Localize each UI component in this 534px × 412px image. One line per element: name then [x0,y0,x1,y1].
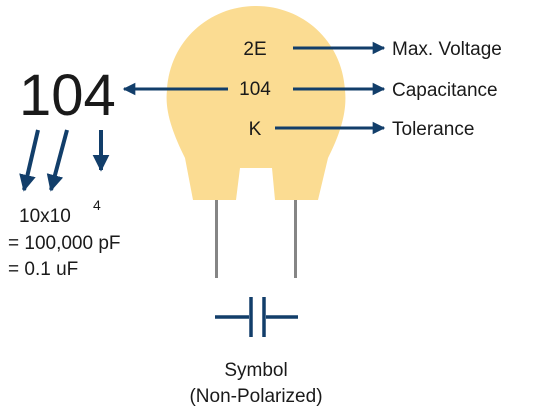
decode-expression: 10x10 [19,206,71,227]
code-decode: 104 10x10 4 = 100,000 pF = 0.1 uF [8,63,121,280]
marking-callouts [122,41,386,135]
capacitor-lead-right [294,200,297,278]
label-capacitance: Capacitance [392,80,498,101]
capacitor-lead-left [215,200,218,278]
marking-tolerance: K [249,119,262,140]
result-picofarads: = 100,000 pF [8,233,121,254]
capacitor: 2E 104 K [166,6,346,278]
digit2-arrow [46,129,69,192]
expression-exponent: 4 [93,197,101,213]
label-tolerance: Tolerance [392,119,474,140]
capacitor-symbol [215,297,298,337]
marking-capacitance: 104 [239,79,271,100]
expression-base: 10x10 [19,206,71,227]
digit1-arrow [19,129,40,192]
symbol-caption-type: (Non-Polarized) [189,386,322,407]
marking-voltage: 2E [243,39,266,60]
label-max-voltage: Max. Voltage [392,39,502,60]
symbol-caption: Symbol [224,360,287,381]
result-microfarads: = 0.1 uF [8,259,78,280]
capacitor-body [166,6,346,200]
code-large: 104 [19,63,116,128]
